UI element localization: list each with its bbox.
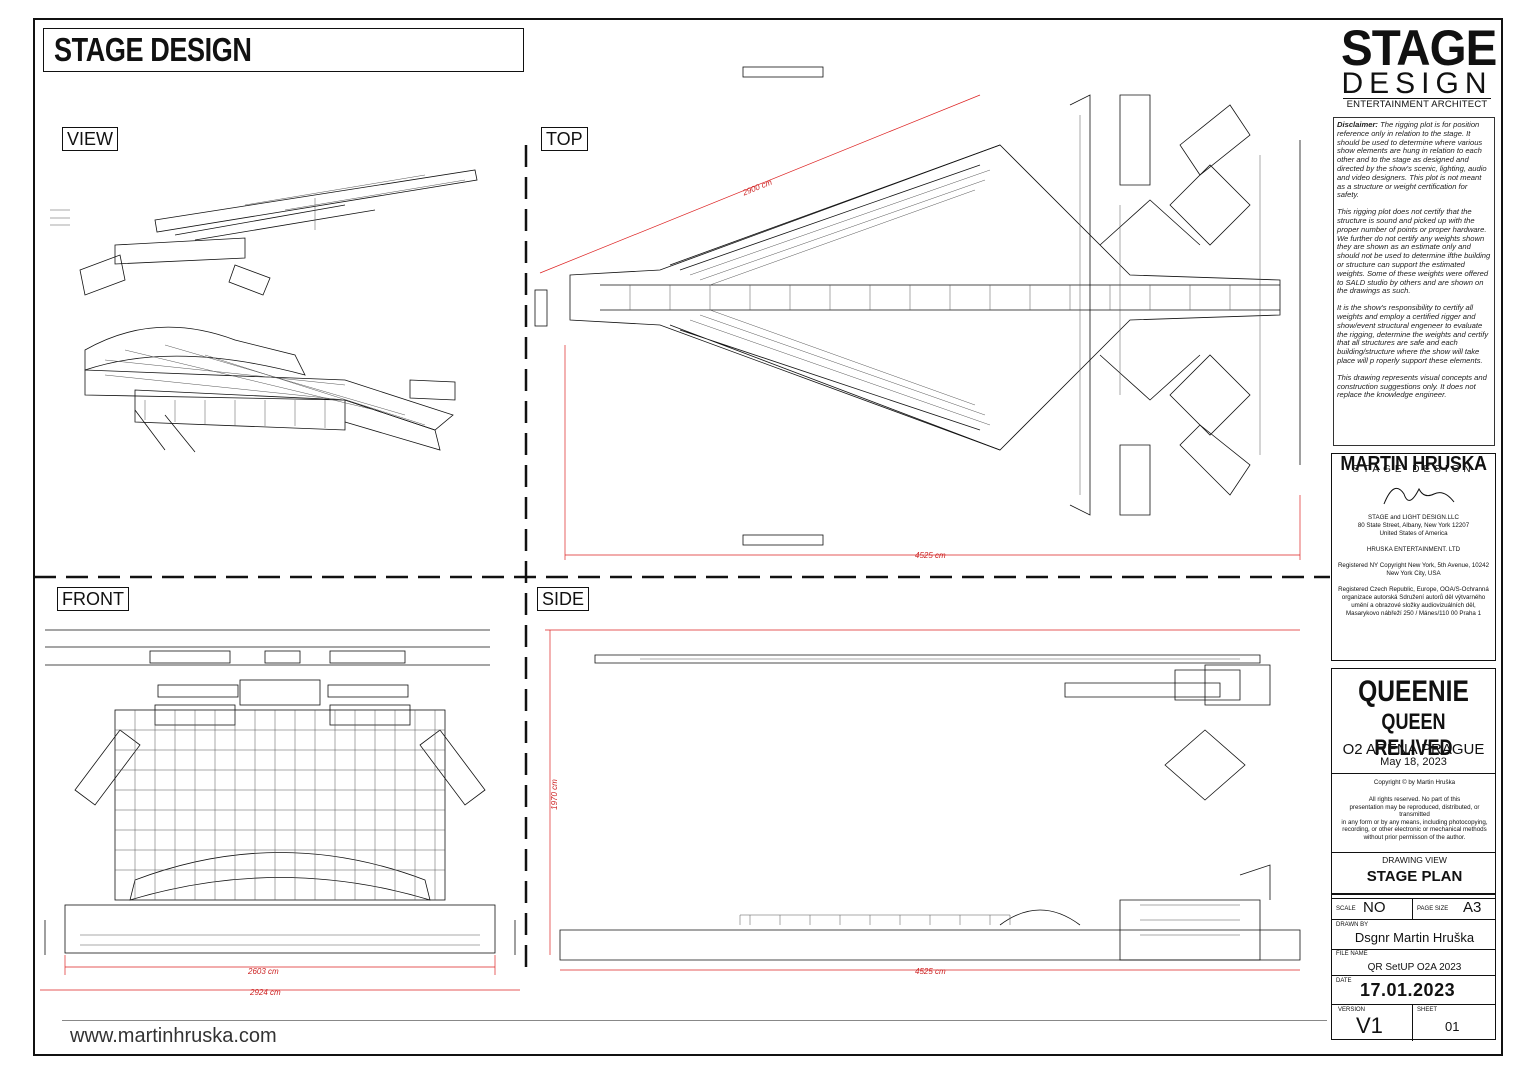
- company-cz2: organizace autorská Sdružení autorů děl …: [1341, 594, 1486, 601]
- rights-6: without prior permisson of the author.: [1363, 833, 1466, 841]
- top-plan-drawing: [534, 66, 1301, 560]
- disclaimer-p2: This rigging plot does not certify that …: [1337, 207, 1491, 296]
- date-label: DATE: [1336, 978, 1352, 984]
- front-elevation-drawing: [40, 629, 520, 991]
- file-name-value: QR SetUP O2A 2023: [1367, 962, 1462, 973]
- page-size-value: A3: [1463, 899, 1482, 916]
- side-label: SIDE: [537, 587, 590, 611]
- view-label: VIEW: [62, 127, 119, 151]
- company-cz4: Masarykovo nábřeží 250 / Mánes/110 00 Pr…: [1345, 610, 1482, 617]
- disclaimer-box: Disclaimer: The rigging plot is for posi…: [1333, 117, 1495, 446]
- company-reg2: New York City, USA: [1386, 570, 1441, 577]
- company-cz1: Registered Czech Republic, Europe, OOA/S…: [1338, 586, 1489, 593]
- scale-value: NO: [1363, 899, 1386, 916]
- company-name: MARTIN HRUSKA: [1340, 453, 1487, 475]
- top-width-dimension: 4525 cm: [915, 551, 946, 560]
- issue-date-value: 17.01.2023: [1360, 980, 1456, 1000]
- side-elevation-drawing: [545, 629, 1301, 971]
- page-size-label: PAGE SIZE: [1417, 906, 1449, 912]
- footer-rule: [62, 1020, 1327, 1021]
- sheet-value: 01: [1445, 1019, 1460, 1034]
- disclaimer-p1: The rigging plot is for position referen…: [1337, 120, 1487, 200]
- project-date: May 18, 2023: [1380, 756, 1447, 768]
- logo-line1: STAGE: [1341, 20, 1497, 76]
- project-venue: O2 ARENA PRAGUE: [1342, 741, 1485, 758]
- front-label: FRONT: [57, 587, 129, 611]
- company-cz3: umění a obrazové složky audiovizuálních …: [1351, 602, 1476, 609]
- version-label: VERSION: [1338, 1007, 1366, 1013]
- company-box: MARTIN HRUSKA STAGE DESIGN STAGE and LIG…: [1331, 453, 1496, 661]
- side-width-dimension: 4525 cm: [915, 967, 946, 976]
- disclaimer-p3: It is the show's responsibility to certi…: [1337, 303, 1489, 365]
- stage-design-logo: STAGE DESIGN ENTERTAINMENT ARCHITECT: [1337, 20, 1497, 110]
- company-addr2: 80 State Street, Albany, New York 12207: [1357, 522, 1470, 529]
- rights-2: presentation may be reproduced, distribu…: [1349, 803, 1480, 811]
- project-title-block: QUEENIE QUEEN RELIVED O2 ARENA PRAGUE Ma…: [1331, 668, 1496, 1041]
- sheet-label: SHEET: [1417, 1007, 1438, 1013]
- drawing-frame: [33, 18, 1503, 1056]
- project-copyright: Copyright © by Martin Hruška: [1373, 779, 1456, 786]
- rights-5: recording, or other electronic or mechan…: [1342, 826, 1487, 833]
- disclaimer-p4: This drawing represents visual concepts …: [1337, 372, 1487, 400]
- rights-4: in any form or by any means, including p…: [1341, 818, 1488, 826]
- side-height-dimension: 1970 cm: [549, 779, 559, 810]
- page-title-box: STAGE DESIGN: [43, 28, 524, 72]
- company-sub: STAGE DESIGN: [1352, 464, 1475, 475]
- drawing-view-label: DRAWING VIEW: [1382, 855, 1447, 865]
- file-name-label: FILE NAME: [1336, 951, 1368, 957]
- page-title: STAGE DESIGN: [54, 31, 252, 68]
- logo-line3: ENTERTAINMENT ARCHITECT: [1343, 98, 1491, 110]
- front-outer-dimension: 2924 cm: [250, 988, 281, 997]
- drawing-view-value: STAGE PLAN: [1366, 868, 1463, 885]
- drawn-by-label: DRAWN BY: [1336, 922, 1369, 928]
- company-reg1: Registered NY Copyright New York, 5th Av…: [1337, 562, 1490, 569]
- company-addr1: STAGE and LIGHT DESIGN.LLC: [1368, 514, 1459, 521]
- scale-label: SCALE: [1336, 906, 1356, 912]
- project-subtitle: QUEEN RELIVED: [1374, 709, 1453, 760]
- rights-3: transmitted: [1399, 811, 1430, 818]
- company-addr3: United States of America: [1379, 530, 1448, 537]
- rights-1: All rights reserved. No part of this: [1368, 796, 1461, 803]
- disclaimer-label: Disclaimer:: [1337, 120, 1378, 129]
- project-title: QUEENIE: [1358, 675, 1469, 708]
- website-url[interactable]: www.martinhruska.com: [70, 1025, 277, 1047]
- version-value: V1: [1356, 1013, 1383, 1038]
- drawn-by-value: Dsgnr Martin Hruška: [1354, 930, 1475, 945]
- front-inner-dimension: 2603 cm: [248, 967, 279, 976]
- isometric-view-drawing: [50, 169, 478, 453]
- company-ent: HRUSKA ENTERTAINMENT. LTD: [1366, 546, 1461, 553]
- top-label: TOP: [541, 127, 588, 151]
- signature-icon: [1383, 487, 1454, 505]
- logo-line2: DESIGN: [1341, 67, 1493, 100]
